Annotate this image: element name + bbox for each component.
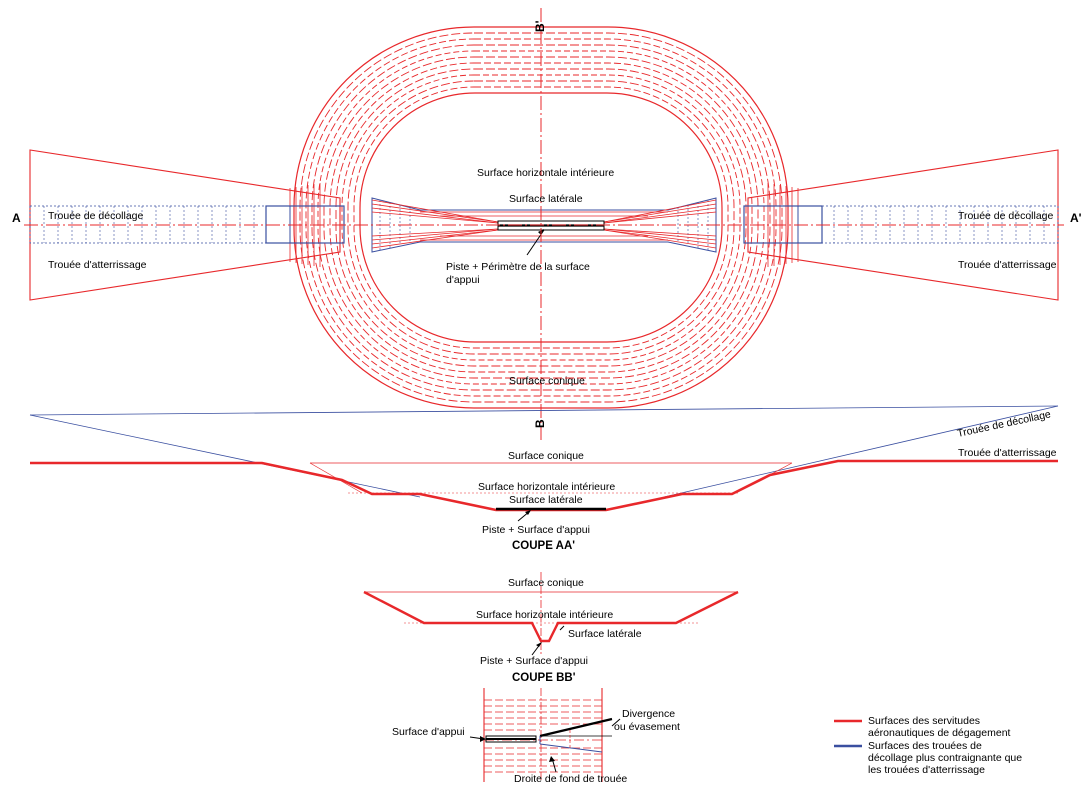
detail-divergence-label-1: Divergence: [622, 708, 675, 720]
aa-lateral-label: Surface latérale: [509, 494, 583, 506]
takeoff-slope-line: [29, 405, 1059, 416]
plan-view: [24, 8, 1064, 440]
conical-label: Surface conique: [509, 375, 585, 387]
legend-blue-label-3: les trouées d'atterrissage: [868, 764, 985, 776]
takeoff-left-label: Trouée de décollage: [48, 210, 144, 222]
legend-blue-label-1: Surfaces des trouées de: [868, 740, 982, 752]
aa-title: COUPE AA': [512, 540, 575, 552]
bb-conical-label: Surface conique: [508, 577, 584, 589]
axis-a-prime-label: A': [1070, 211, 1082, 225]
inner-transition-zone: [371, 197, 717, 253]
legend: Surfaces des servitudes aéronautiques de…: [834, 715, 1022, 776]
axis-a-label: A: [12, 211, 21, 225]
legend-red-label-2: aéronautiques de dégagement: [868, 727, 1011, 739]
aa-inner-horizontal-label: Surface horizontale intérieure: [478, 481, 615, 493]
bb-profile-line: [363, 590, 739, 643]
legend-red-label-1: Surfaces des servitudes: [868, 715, 980, 727]
bb-runway-label: Piste + Surface d'appui: [480, 655, 588, 667]
bb-title: COUPE BB': [512, 672, 576, 684]
runway-label-line1: Piste + Périmètre de la surface: [446, 261, 590, 273]
detail-bottom-line-label: Droite de fond de trouée: [514, 773, 627, 785]
aa-landing-label: Trouée d'atterrissage: [958, 447, 1057, 459]
landing-left-label: Trouée d'atterrissage: [48, 259, 147, 271]
landing-right-label: Trouée d'atterrissage: [958, 259, 1057, 271]
section-bb: [363, 572, 739, 656]
lateral-label: Surface latérale: [509, 193, 583, 205]
detail-divergence-label-2: ou évasement: [614, 721, 680, 733]
inner-horizontal-label: Surface horizontale intérieure: [477, 167, 614, 179]
runway-label-line2: d'appui: [446, 274, 480, 286]
detail-view: [469, 688, 621, 782]
section-aa: [29, 405, 1059, 522]
axis-b-label: B: [533, 419, 547, 428]
takeoff-right-label: Trouée de décollage: [958, 210, 1054, 222]
aa-takeoff-label: Trouée de décollage: [956, 408, 1052, 440]
aa-runway-label: Piste + Surface d'appui: [482, 524, 590, 536]
detail-bearing-label: Surface d'appui: [392, 726, 465, 738]
bb-lateral-label: Surface latérale: [568, 628, 642, 640]
aa-conical-label: Surface conique: [508, 450, 584, 462]
axis-b-prime-label: B': [533, 20, 547, 32]
legend-blue-label-2: décollage plus contraignante que: [868, 752, 1022, 764]
bb-inner-horizontal-label: Surface horizontale intérieure: [476, 609, 613, 621]
